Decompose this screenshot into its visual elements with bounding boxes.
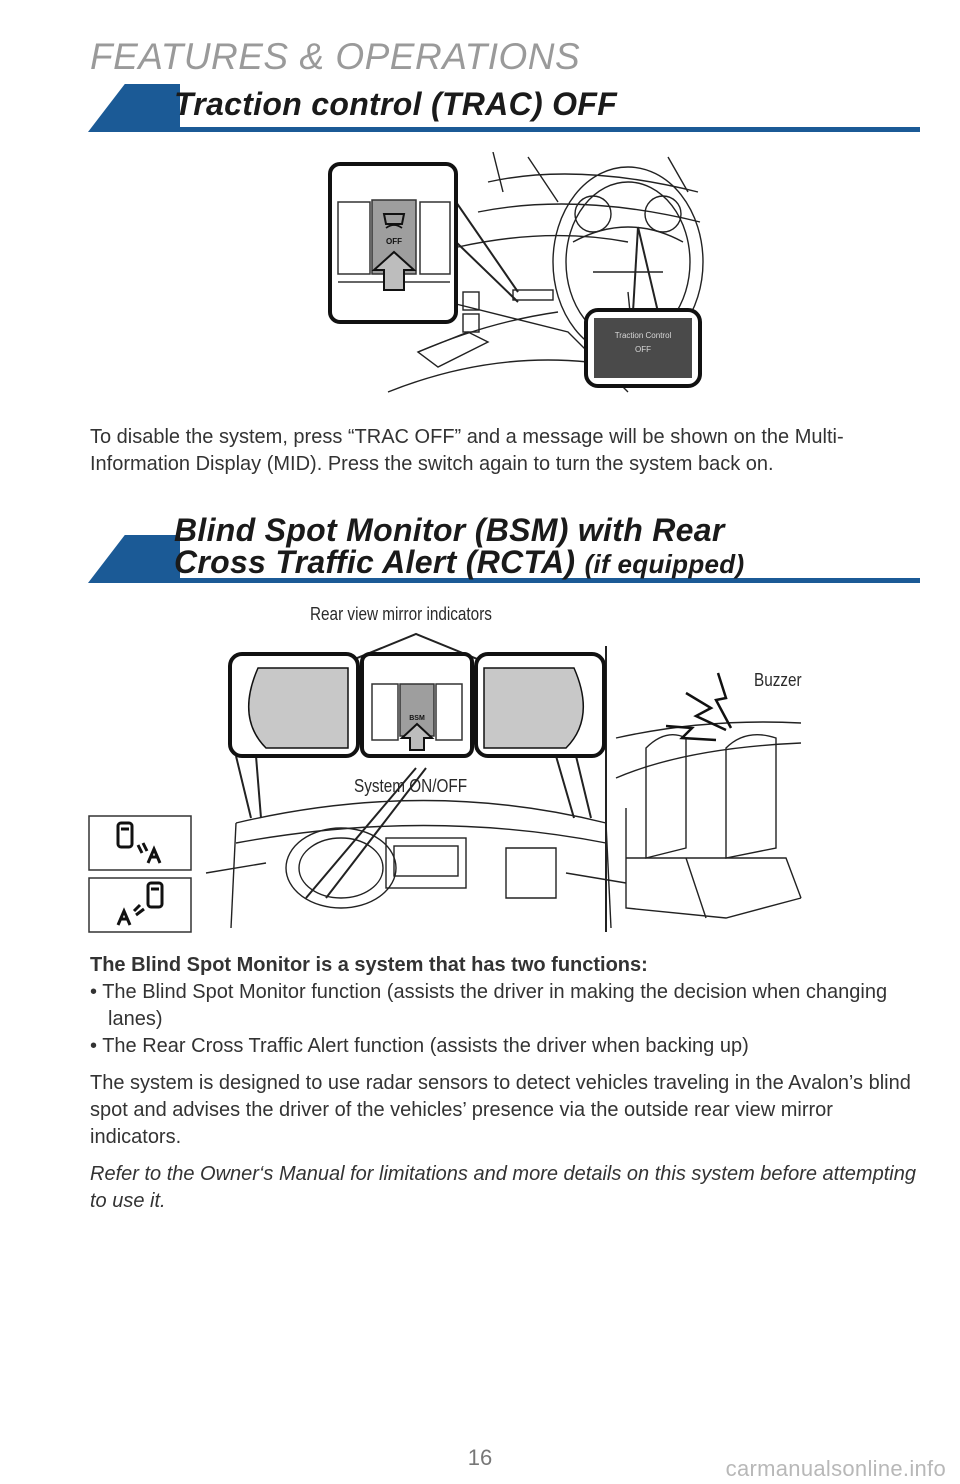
- mirror-indicators-caption: Rear view mirror indicators: [310, 604, 492, 624]
- bsm-illustration: BSM: [205, 632, 802, 932]
- trac-section-bar: [88, 84, 920, 132]
- trac-illustration: OFF Traction Control OFF: [328, 152, 704, 393]
- section-rule: [168, 578, 920, 583]
- indicator-icons: [88, 815, 192, 933]
- system-switch-caption: System ON/OFF: [354, 776, 468, 796]
- section-tab: [88, 535, 180, 583]
- bsm-heading-line2: Cross Traffic Alert (RCTA) (if equipped): [174, 546, 744, 580]
- bsm-heading-qualifier: (if equipped): [584, 549, 745, 579]
- bsm-bullet: • The Rear Cross Traffic Alert function …: [90, 1035, 749, 1057]
- mid-message-line1: Traction Control: [615, 331, 672, 340]
- trac-description: To disable the system, press “TRAC OFF” …: [90, 426, 844, 475]
- page-number: 16: [467, 1445, 493, 1470]
- section-rule: [168, 127, 920, 132]
- bsm-paragraph: The system is designed to use radar sens…: [90, 1072, 911, 1148]
- watermark: carmanualsonline.info: [725, 1456, 946, 1481]
- bsm-heading-main: Cross Traffic Alert (RCTA): [174, 544, 576, 580]
- section-tab: [88, 84, 180, 132]
- bsm-section-bar: [88, 535, 920, 583]
- bsm-body: The Blind Spot Monitor is a system that …: [90, 952, 918, 1215]
- trac-heading: Traction control (TRAC) OFF: [174, 86, 618, 122]
- bsm-heading-line1: Blind Spot Monitor (BSM) with Rear: [174, 512, 725, 548]
- trac-button-label: OFF: [386, 237, 402, 246]
- bsm-switch-label: BSM: [409, 715, 425, 722]
- bsm-note: Refer to the Owner‘s Manual for limitati…: [90, 1163, 916, 1212]
- mid-message-line2: OFF: [635, 345, 651, 354]
- section-header: FEATURES & OPERATIONS: [90, 36, 581, 77]
- bsm-bullet: • The Blind Spot Monitor function (assis…: [90, 981, 888, 1030]
- bsm-intro: The Blind Spot Monitor is a system that …: [90, 954, 648, 976]
- buzzer-caption: Buzzer: [754, 670, 802, 690]
